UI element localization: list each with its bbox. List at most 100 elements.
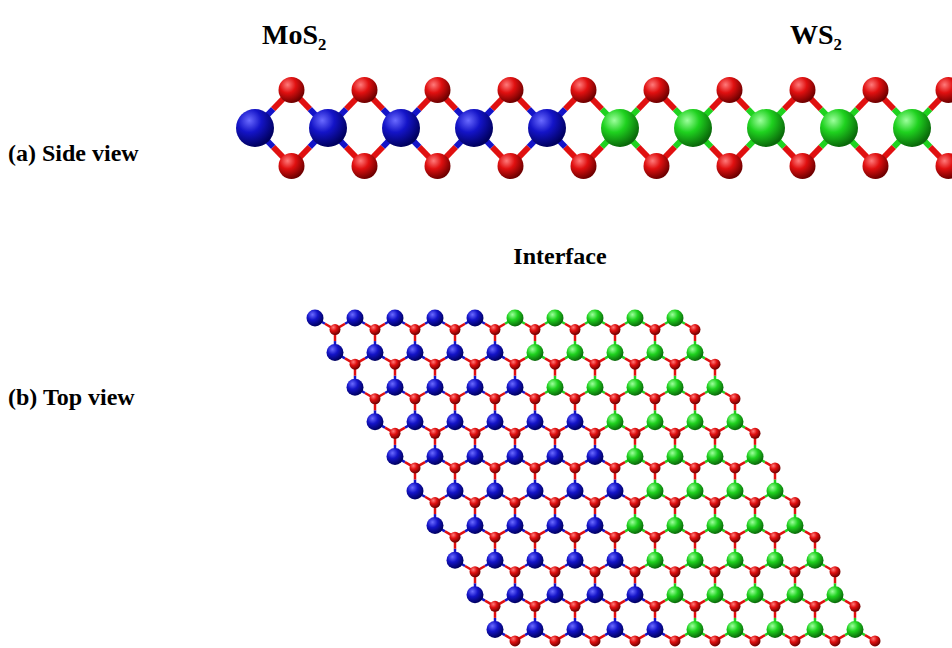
sulfur-atom — [730, 532, 741, 543]
side-view-structure — [236, 77, 952, 179]
sulfur-atom — [610, 601, 621, 612]
sulfur-atom — [510, 428, 521, 439]
sulfur-atom — [390, 359, 401, 370]
sulfur-atom — [690, 393, 701, 404]
material-label: WS₂ — [790, 20, 842, 51]
sulfur-atom — [498, 77, 524, 103]
tungsten-atom — [767, 621, 784, 638]
sulfur-atom — [690, 324, 701, 335]
molybdenum-atom — [387, 310, 404, 327]
sulfur-atom — [550, 497, 561, 508]
sulfur-atom — [530, 532, 541, 543]
molybdenum-atom — [607, 483, 624, 500]
tungsten-atom — [727, 483, 744, 500]
molybdenum-atom — [567, 621, 584, 638]
molybdenum-atom — [647, 621, 664, 638]
sulfur-atom — [590, 566, 601, 577]
sulfur-atom — [670, 566, 681, 577]
tungsten-atom — [747, 586, 764, 603]
tungsten-atom — [667, 310, 684, 327]
molybdenum-atom — [587, 586, 604, 603]
tungsten-atom — [667, 379, 684, 396]
sulfur-atom — [630, 566, 641, 577]
molybdenum-atom — [607, 552, 624, 569]
sulfur-atom — [630, 428, 641, 439]
molybdenum-atom — [407, 344, 424, 361]
sulfur-atom — [410, 324, 421, 335]
molybdenum-atom — [427, 517, 444, 534]
sulfur-atom — [863, 153, 889, 179]
molybdenum-atom — [528, 109, 566, 147]
sulfur-atom — [470, 428, 481, 439]
tungsten-atom — [727, 413, 744, 430]
tungsten-atom — [787, 586, 804, 603]
molybdenum-atom — [547, 448, 564, 465]
molybdenum-atom — [367, 413, 384, 430]
sulfur-atom — [450, 462, 461, 473]
tungsten-atom — [547, 310, 564, 327]
tungsten-atom — [567, 344, 584, 361]
sulfur-atom — [790, 566, 801, 577]
molybdenum-atom — [567, 413, 584, 430]
molybdenum-atom — [447, 344, 464, 361]
molybdenum-atom — [467, 517, 484, 534]
molybdenum-atom — [347, 310, 364, 327]
sulfur-atom — [710, 428, 721, 439]
sulfur-atom — [370, 324, 381, 335]
molybdenum-atom — [455, 109, 493, 147]
sulfur-atom — [936, 153, 952, 179]
tungsten-atom — [674, 109, 712, 147]
sulfur-atom — [730, 393, 741, 404]
sulfur-atom — [571, 153, 597, 179]
tungsten-atom — [847, 621, 864, 638]
tungsten-atom — [707, 448, 724, 465]
tungsten-atom — [667, 517, 684, 534]
panel-label: (b) Top view — [8, 384, 135, 410]
molybdenum-atom — [309, 109, 347, 147]
sulfur-atom — [370, 393, 381, 404]
sulfur-atom — [430, 359, 441, 370]
sulfur-atom — [352, 153, 378, 179]
sulfur-atom — [770, 532, 781, 543]
sulfur-atom — [730, 601, 741, 612]
tungsten-atom — [527, 344, 544, 361]
sulfur-atom — [510, 566, 521, 577]
tungsten-atom — [807, 621, 824, 638]
sulfur-atom — [750, 497, 761, 508]
molybdenum-atom — [387, 379, 404, 396]
sulfur-atom — [750, 428, 761, 439]
sulfur-atom — [710, 566, 721, 577]
tungsten-atom — [647, 413, 664, 430]
sulfur-atom — [644, 153, 670, 179]
sulfur-atom — [670, 428, 681, 439]
molybdenum-atom — [547, 586, 564, 603]
sulfur-atom — [650, 601, 661, 612]
molybdenum-atom — [382, 109, 420, 147]
sulfur-atom — [490, 393, 501, 404]
material-label: MoS₂ — [262, 20, 326, 51]
molybdenum-atom — [467, 310, 484, 327]
sulfur-atom — [510, 635, 521, 646]
molybdenum-atom — [447, 552, 464, 569]
tungsten-atom — [667, 586, 684, 603]
molybdenum-atom — [307, 310, 324, 327]
tungsten-atom — [627, 448, 644, 465]
sulfur-atom — [863, 77, 889, 103]
sulfur-atom — [498, 153, 524, 179]
molybdenum-atom — [567, 483, 584, 500]
molybdenum-atom — [447, 413, 464, 430]
molybdenum-atom — [607, 621, 624, 638]
sulfur-atom — [810, 532, 821, 543]
sulfur-atom — [450, 532, 461, 543]
panel-label: (a) Side view — [8, 140, 139, 166]
sulfur-atom — [936, 77, 952, 103]
sulfur-atom — [790, 153, 816, 179]
tungsten-atom — [667, 448, 684, 465]
tungsten-atom — [747, 109, 785, 147]
molybdenum-atom — [427, 379, 444, 396]
tungsten-atom — [627, 310, 644, 327]
sulfur-atom — [430, 497, 441, 508]
molybdenum-atom — [367, 344, 384, 361]
sulfur-atom — [490, 601, 501, 612]
tungsten-atom — [627, 379, 644, 396]
